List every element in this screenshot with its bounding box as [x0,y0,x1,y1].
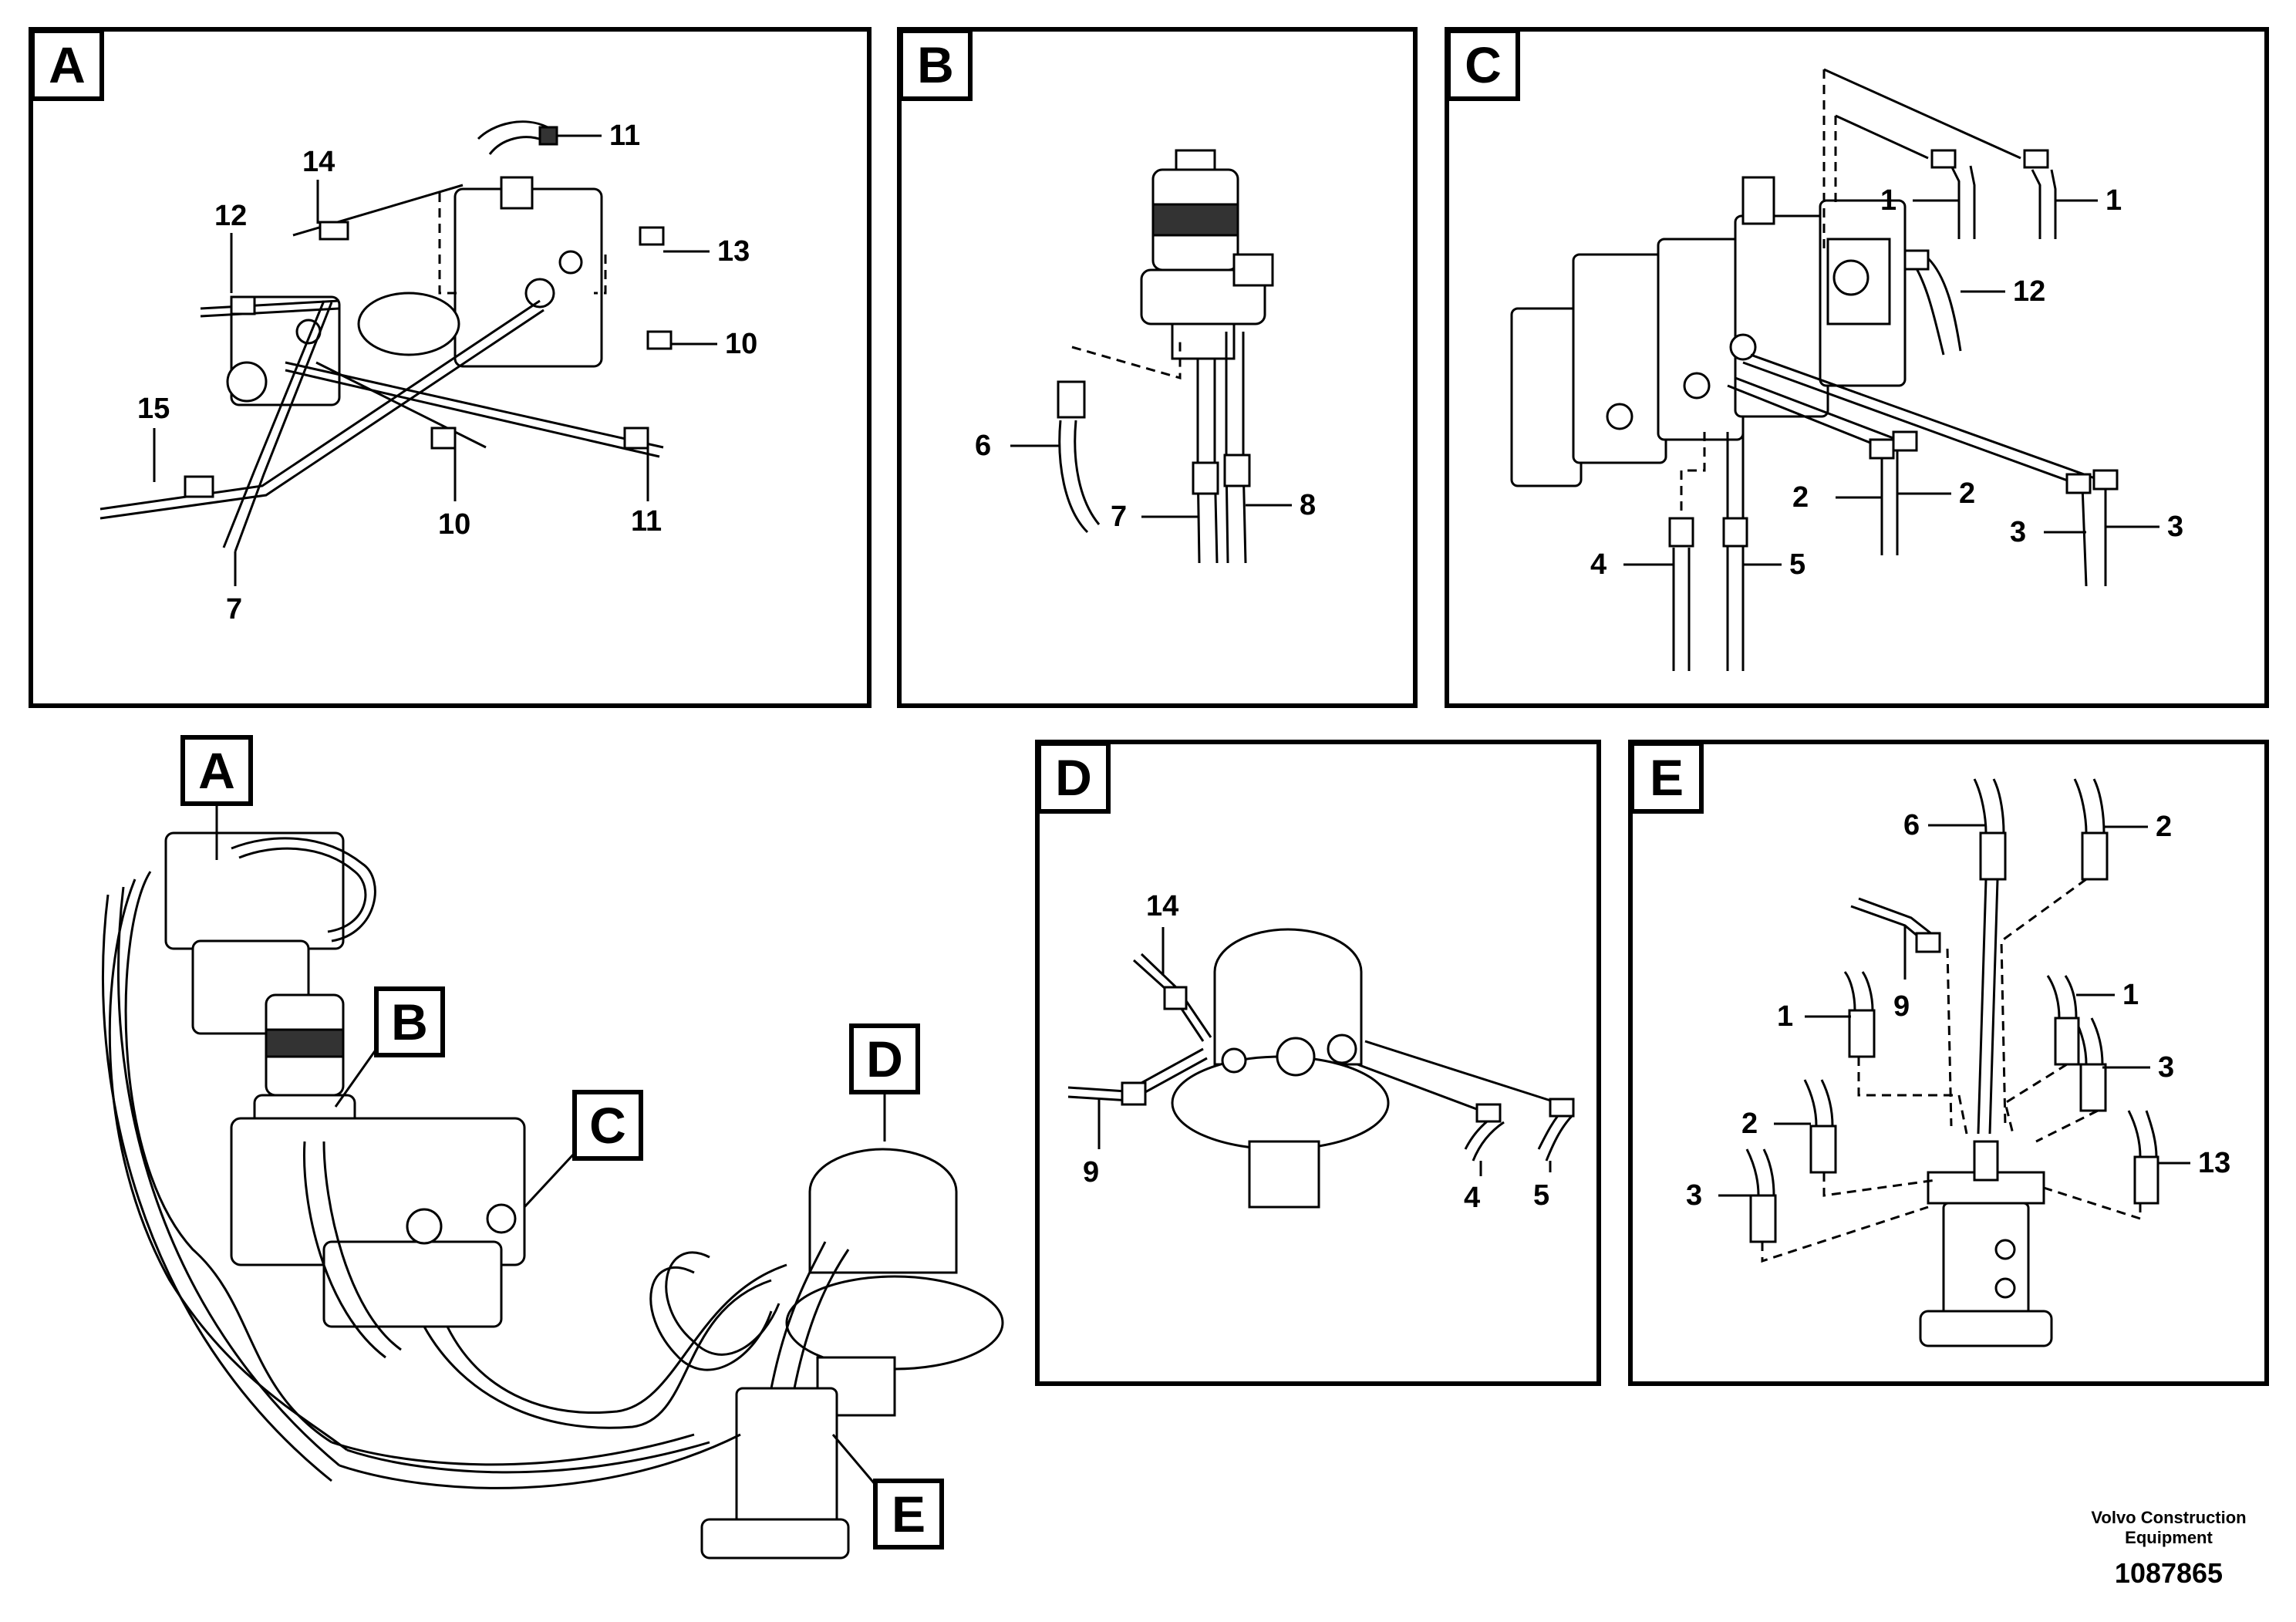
svg-text:B: B [391,993,428,1050]
panel-tag-b: B [917,36,954,93]
brand-line-2: Equipment [2125,1528,2213,1547]
callout-1-right: 1 [2106,184,2122,217]
panel-b: B 6 7 8 [897,27,1418,708]
callout-13: 13 [2198,1147,2230,1179]
valve-block-a [226,176,603,406]
callout-2-right: 2 [1959,477,1975,510]
callout-5: 5 [1789,548,1805,581]
callout-3-right: 3 [2167,511,2183,543]
callout-11-bottom: 11 [631,505,662,538]
callout-3-right: 3 [2158,1051,2174,1084]
callout-1-left: 1 [1777,1000,1793,1033]
overview-tag-c: C [523,1090,643,1209]
svg-text:D: D [866,1030,903,1088]
overview-assembly: A B C D E [102,735,1004,1560]
callout-2-left: 2 [1741,1108,1758,1140]
callout-3-left: 3 [2010,516,2026,548]
panel-tag-e: E [1650,749,1684,806]
callout-9: 9 [1893,990,1910,1023]
control-valve-c [1510,176,1907,487]
callout-13: 13 [717,235,750,268]
overview-valve-c [230,1117,526,1328]
panel-a: A [29,27,872,708]
callout-8: 8 [1300,489,1316,521]
callout-6: 6 [1903,809,1920,841]
callout-11-top: 11 [609,120,640,152]
overview-tag-e: E [831,1434,944,1549]
callout-9: 9 [1083,1156,1099,1189]
panel-tag-c: C [1465,36,1502,93]
drawing-number: 1087865 [2115,1557,2223,1589]
callout-10-bottom: 10 [438,508,470,541]
callout-12: 12 [214,200,247,232]
callout-6: 6 [975,430,991,462]
swing-motor-d [1171,928,1390,1209]
overview-valve-a [164,831,376,1035]
svg-text:A: A [198,742,235,799]
callout-2-top: 2 [2156,811,2172,843]
footer: Volvo Construction Equipment 1087865 [2091,1508,2246,1589]
overview-swivel-e [700,1387,850,1560]
brand-line-1: Volvo Construction [2091,1508,2246,1527]
callout-7: 7 [226,593,242,626]
callout-12: 12 [2013,275,2045,308]
callout-7: 7 [1111,501,1127,533]
svg-text:C: C [589,1097,626,1154]
callout-4: 4 [1464,1182,1480,1214]
callout-3-left: 3 [1686,1179,1702,1212]
panel-c: C [1445,27,2269,708]
panel-tag-d: D [1055,749,1092,806]
overview-tag-a: A [180,735,253,860]
svg-text:E: E [892,1485,925,1543]
callout-10-right: 10 [725,328,757,360]
pilot-filter [1140,149,1274,360]
panel-d: D 14 9 4 5 [1035,740,1601,1386]
callout-2-left: 2 [1792,481,1809,514]
overview-tag-d: D [849,1023,920,1141]
callout-15: 15 [137,393,170,425]
callout-4: 4 [1590,548,1607,581]
callout-1-right: 1 [2122,979,2139,1011]
callout-14: 14 [1146,890,1178,922]
callout-5: 5 [1533,1179,1549,1212]
callout-14: 14 [302,146,335,178]
swivel-joint-e [1919,1140,2053,1347]
panel-e: E [1628,740,2269,1386]
overview-tag-b: B [334,986,445,1108]
callout-1-left: 1 [1880,184,1896,217]
overview-motor-d [785,1148,1004,1417]
panel-tag-a: A [49,36,86,93]
